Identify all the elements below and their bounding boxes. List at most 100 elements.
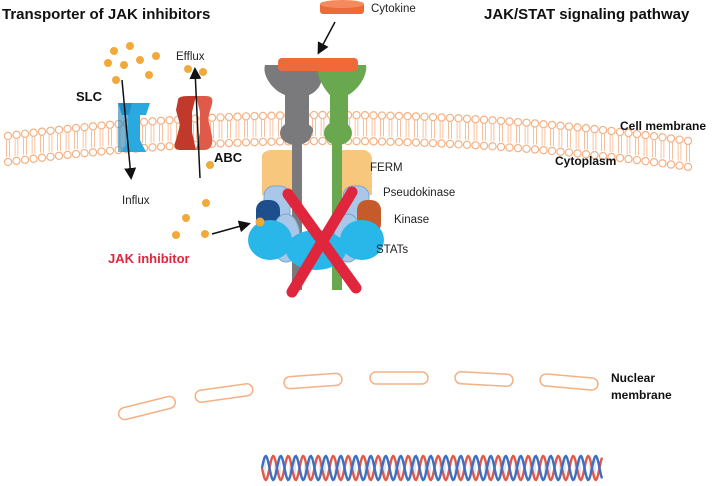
lipid-head bbox=[80, 122, 89, 132]
lipid-head bbox=[488, 142, 497, 151]
lipid-head bbox=[97, 147, 106, 156]
lipid-head bbox=[63, 150, 72, 160]
dna-strand-red bbox=[260, 454, 604, 482]
lipid-head bbox=[54, 151, 64, 161]
lipid-head bbox=[54, 125, 64, 135]
dna-helix bbox=[260, 454, 604, 482]
lipid-head bbox=[641, 156, 650, 166]
lipid-head bbox=[428, 112, 438, 122]
kinase-label: Kinase bbox=[394, 214, 430, 226]
lipid-head bbox=[658, 159, 667, 168]
lipid-head bbox=[675, 135, 684, 144]
slc-transporter bbox=[118, 103, 150, 152]
lipid-head bbox=[224, 112, 234, 122]
lipid-head bbox=[165, 142, 174, 151]
lipid-head bbox=[590, 150, 599, 160]
lipid-head bbox=[3, 157, 13, 167]
lipid-head bbox=[360, 137, 370, 146]
lipid-head bbox=[428, 138, 438, 148]
transporter-title: Transporter of JAK inhibitors bbox=[2, 6, 211, 23]
lipid-head bbox=[216, 113, 225, 122]
lipid-head bbox=[513, 143, 523, 153]
lipid-head bbox=[505, 117, 514, 126]
abc-label: ABC bbox=[214, 150, 243, 165]
lipid-head bbox=[607, 152, 616, 162]
lipid-head bbox=[156, 142, 166, 151]
lipid-head bbox=[46, 152, 55, 161]
lipid-head bbox=[632, 129, 642, 139]
lipid-head bbox=[3, 131, 13, 141]
lipid-head bbox=[496, 116, 506, 126]
lipid-head bbox=[88, 122, 98, 131]
lipid-head bbox=[386, 137, 395, 146]
lipid-head bbox=[37, 153, 47, 162]
lipid-head bbox=[598, 151, 608, 161]
lipid-head bbox=[318, 136, 327, 146]
lipid-head bbox=[675, 161, 684, 170]
lipid-head bbox=[624, 128, 633, 138]
lipid-head bbox=[437, 113, 446, 122]
lipid-head bbox=[233, 138, 242, 147]
lipid-head bbox=[12, 156, 21, 166]
lipid-head bbox=[71, 149, 81, 159]
lipid-head bbox=[105, 146, 115, 155]
lipid-head bbox=[649, 132, 659, 141]
lipid-head bbox=[445, 113, 455, 123]
lipid-head bbox=[148, 117, 157, 126]
lipid-head bbox=[683, 162, 693, 172]
lipid-head bbox=[233, 112, 242, 121]
lipid-head bbox=[411, 112, 421, 121]
slc-label: SLC bbox=[76, 89, 102, 104]
lipid-head bbox=[352, 136, 361, 146]
lipid-head bbox=[666, 134, 676, 143]
lipid-head bbox=[275, 137, 285, 146]
lipid-head bbox=[598, 125, 608, 135]
lipid-head bbox=[377, 137, 387, 146]
lipid-head bbox=[216, 139, 225, 148]
lipid-head bbox=[403, 112, 412, 121]
lipid-head bbox=[624, 154, 633, 164]
nuclear-membrane-label-line1: Nuclear bbox=[611, 371, 656, 385]
lipid-head bbox=[462, 114, 472, 123]
lipid-head bbox=[165, 116, 174, 125]
lipid-head bbox=[556, 121, 565, 130]
lipid-head bbox=[530, 145, 540, 154]
influx-label: Influx bbox=[122, 195, 150, 207]
lipid-head bbox=[267, 111, 276, 120]
lipid-head bbox=[250, 137, 259, 147]
lipid-head bbox=[573, 149, 582, 158]
lipid-head bbox=[564, 148, 574, 157]
lipid-head bbox=[420, 138, 429, 148]
lipid-head bbox=[369, 111, 378, 120]
lipid-head bbox=[156, 116, 166, 125]
lipid-head bbox=[454, 140, 463, 149]
lipid-head bbox=[632, 155, 642, 165]
lipid-head bbox=[462, 140, 472, 149]
dna-strand-blue bbox=[260, 454, 604, 482]
influx-arrow bbox=[121, 79, 137, 180]
lipid-head bbox=[250, 111, 259, 121]
lipid-head bbox=[88, 148, 98, 157]
lipid-head bbox=[105, 120, 115, 129]
lipid-head bbox=[573, 123, 582, 132]
lipid-head bbox=[496, 142, 506, 152]
lipid-head bbox=[564, 122, 574, 131]
lipid-head bbox=[683, 136, 693, 146]
lipid-head bbox=[360, 111, 370, 120]
lipid-head bbox=[394, 137, 404, 147]
lipid-head bbox=[224, 138, 234, 148]
lipid-head bbox=[275, 111, 285, 120]
lipid-head bbox=[318, 110, 327, 120]
lipid-head bbox=[641, 130, 650, 140]
lipid-head bbox=[530, 119, 540, 128]
lipid-head bbox=[63, 124, 72, 134]
lipid-head bbox=[556, 147, 565, 156]
lipid-head bbox=[352, 110, 361, 120]
lipid-head bbox=[547, 146, 557, 156]
lipid-head bbox=[80, 148, 89, 158]
lipid-head bbox=[437, 139, 446, 148]
lipid-head bbox=[505, 143, 514, 152]
jak-inhibitor-molecules bbox=[104, 42, 214, 239]
lipid-head bbox=[488, 116, 497, 125]
lipid-head bbox=[615, 153, 625, 163]
